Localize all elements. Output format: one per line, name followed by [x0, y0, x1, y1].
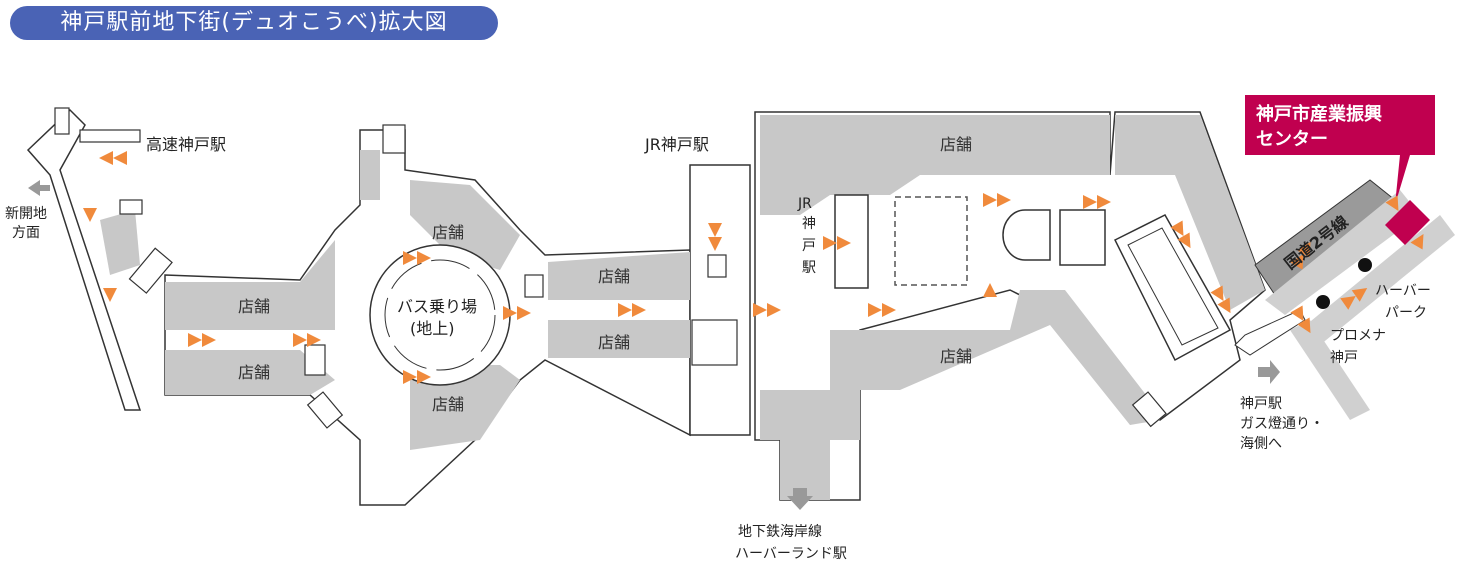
arrow-icon	[983, 193, 997, 207]
shop-label: 店舗	[598, 333, 630, 352]
label-shinkaichi-dir: 方面	[12, 225, 40, 241]
arrow-icon	[1385, 195, 1399, 212]
label-shinkaichi: 新開地	[5, 206, 47, 222]
arrow-icon	[517, 306, 531, 320]
arrow-icon	[1177, 232, 1191, 249]
landmark-dot	[1358, 258, 1372, 272]
arrow-icon	[1351, 287, 1368, 302]
arrow-icon	[618, 303, 632, 317]
shop-blocks	[100, 115, 1265, 500]
label-promena: プロメナ	[1330, 328, 1386, 344]
center-callout	[1245, 95, 1435, 205]
arrow-icon	[403, 370, 417, 384]
arrow-right-icon	[1258, 360, 1280, 384]
arrow-icon	[837, 236, 851, 250]
arrow-icon	[1340, 295, 1356, 310]
arrow-icon	[1217, 297, 1231, 314]
arrow-left-icon	[28, 180, 50, 196]
arrow-icon	[983, 283, 997, 297]
dashed-area	[894, 196, 968, 286]
label-bus-ground: (地上)	[410, 319, 455, 338]
arrow-icon	[417, 370, 431, 384]
arrow-icon	[1297, 241, 1311, 258]
label-park: パーク	[1385, 305, 1427, 321]
label-harborland: ハーバーランド駅	[735, 546, 847, 562]
label-bus: バス乗り場	[397, 297, 477, 316]
arrow-icon	[1097, 195, 1111, 209]
arrow-icon	[882, 303, 896, 317]
arrow-icon	[188, 333, 202, 347]
structures	[834, 194, 1232, 362]
arrow-icon	[503, 306, 517, 320]
arrow-icon	[708, 223, 722, 237]
label-kobe-station: 神戸駅	[1240, 396, 1282, 412]
landmark-dot	[1316, 295, 1330, 309]
shop-label: 店舗	[432, 223, 464, 242]
shop-label: 店舗	[598, 267, 630, 286]
label-promena-kobe: 神戸	[1330, 350, 1358, 366]
arrow-icon	[403, 251, 417, 265]
arrow-icon	[708, 237, 722, 251]
shop-label: 店舗	[432, 395, 464, 414]
arrow-icon	[202, 333, 216, 347]
arrow-icon	[83, 208, 97, 222]
arrow-icon	[99, 151, 113, 165]
walking-arrows	[83, 151, 1424, 384]
arrow-icon	[103, 288, 117, 302]
label-jr-kobe: JR神戸駅	[644, 135, 709, 154]
arrow-down-icon	[787, 488, 813, 510]
shop-label: 店舗	[238, 297, 270, 316]
label-jr-v: JR	[797, 196, 812, 212]
arrow-icon	[1290, 305, 1304, 322]
shop-label: 店舗	[940, 135, 972, 154]
label-jr-v: 駅	[802, 260, 816, 276]
arrow-icon	[632, 303, 646, 317]
map-title: 神戸駅前地下街(デュオこうべ)拡大図	[10, 6, 498, 40]
shop-label: 店舗	[238, 363, 270, 382]
arrow-icon	[868, 303, 882, 317]
arrow-icon	[293, 333, 307, 347]
label-jr-v: 戸	[802, 238, 816, 254]
stairs	[54, 107, 1167, 429]
arrow-icon	[307, 333, 321, 347]
center-marker	[1385, 200, 1430, 245]
arrow-icon	[997, 193, 1011, 207]
arrow-icon	[1410, 233, 1424, 250]
arrow-icon	[1297, 317, 1311, 334]
arrow-icon	[113, 151, 127, 165]
label-subway: 地下鉄海岸線	[738, 524, 822, 540]
label-gaslight: ガス燈通り・	[1240, 416, 1324, 432]
label-center-2: センター	[1256, 129, 1328, 150]
label-kosoku-kobe: 高速神戸駅	[146, 135, 226, 154]
direction-arrows	[28, 180, 1280, 510]
arrow-icon	[1210, 285, 1224, 302]
arrow-icon	[767, 303, 781, 317]
arrow-icon	[417, 251, 431, 265]
label-harbor: ハーバー	[1375, 283, 1431, 299]
arrow-icon	[753, 303, 767, 317]
bus-terminal-inner	[384, 259, 496, 371]
shop-label: 店舗	[940, 347, 972, 366]
label-jr-v: 神	[802, 216, 816, 232]
arrow-icon	[1170, 220, 1184, 237]
label-seaside: 海側へ	[1240, 436, 1282, 452]
walkways	[1234, 190, 1455, 420]
arrow-icon	[1083, 195, 1097, 209]
label-center: 神戸市産業振興	[1256, 103, 1382, 125]
arrow-icon	[1290, 253, 1304, 270]
arrow-icon	[823, 236, 837, 250]
